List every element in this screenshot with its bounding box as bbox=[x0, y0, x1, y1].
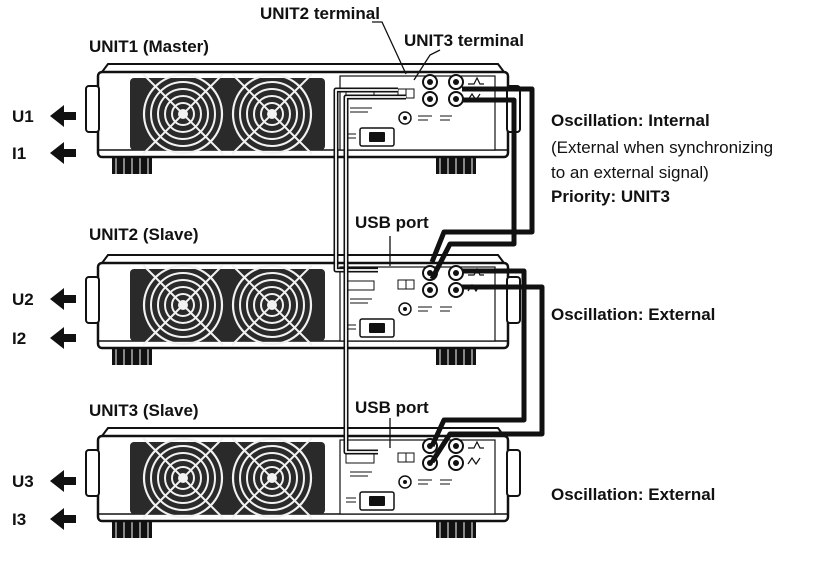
unit3-title: UNIT3 (Slave) bbox=[89, 401, 199, 421]
u1-label: U1 bbox=[12, 107, 34, 127]
unit2-terminal-callout: UNIT2 terminal bbox=[260, 4, 380, 24]
usb-port-callout-unit3: USB port bbox=[355, 398, 429, 418]
unit3-terminal-callout: UNIT3 terminal bbox=[404, 31, 524, 51]
unit2-oscillation: Oscillation: External bbox=[551, 305, 715, 325]
usb-port-callout-unit2: USB port bbox=[355, 213, 429, 233]
unit1-oscillation-note-1: (External when synchronizing bbox=[551, 138, 773, 158]
u2-label: U2 bbox=[12, 290, 34, 310]
i1-arrow bbox=[50, 142, 76, 164]
i3-label: I3 bbox=[12, 510, 26, 530]
unit1-oscillation: Oscillation: Internal bbox=[551, 111, 710, 131]
u3-label: U3 bbox=[12, 472, 34, 492]
unit2-chassis bbox=[86, 255, 520, 365]
unit1-oscillation-note-2: to an external signal) bbox=[551, 163, 709, 183]
u2-arrow bbox=[50, 288, 76, 310]
u3-arrow bbox=[50, 470, 76, 492]
unit1-title: UNIT1 (Master) bbox=[89, 37, 209, 57]
unit2-title: UNIT2 (Slave) bbox=[89, 225, 199, 245]
i1-label: I1 bbox=[12, 144, 26, 164]
i3-arrow bbox=[50, 508, 76, 530]
i2-arrow bbox=[50, 327, 76, 349]
u1-arrow bbox=[50, 105, 76, 127]
unit1-chassis bbox=[86, 64, 520, 174]
unit3-chassis bbox=[86, 428, 520, 538]
unit1-priority: Priority: UNIT3 bbox=[551, 187, 670, 207]
unit3-oscillation: Oscillation: External bbox=[551, 485, 715, 505]
i2-label: I2 bbox=[12, 329, 26, 349]
